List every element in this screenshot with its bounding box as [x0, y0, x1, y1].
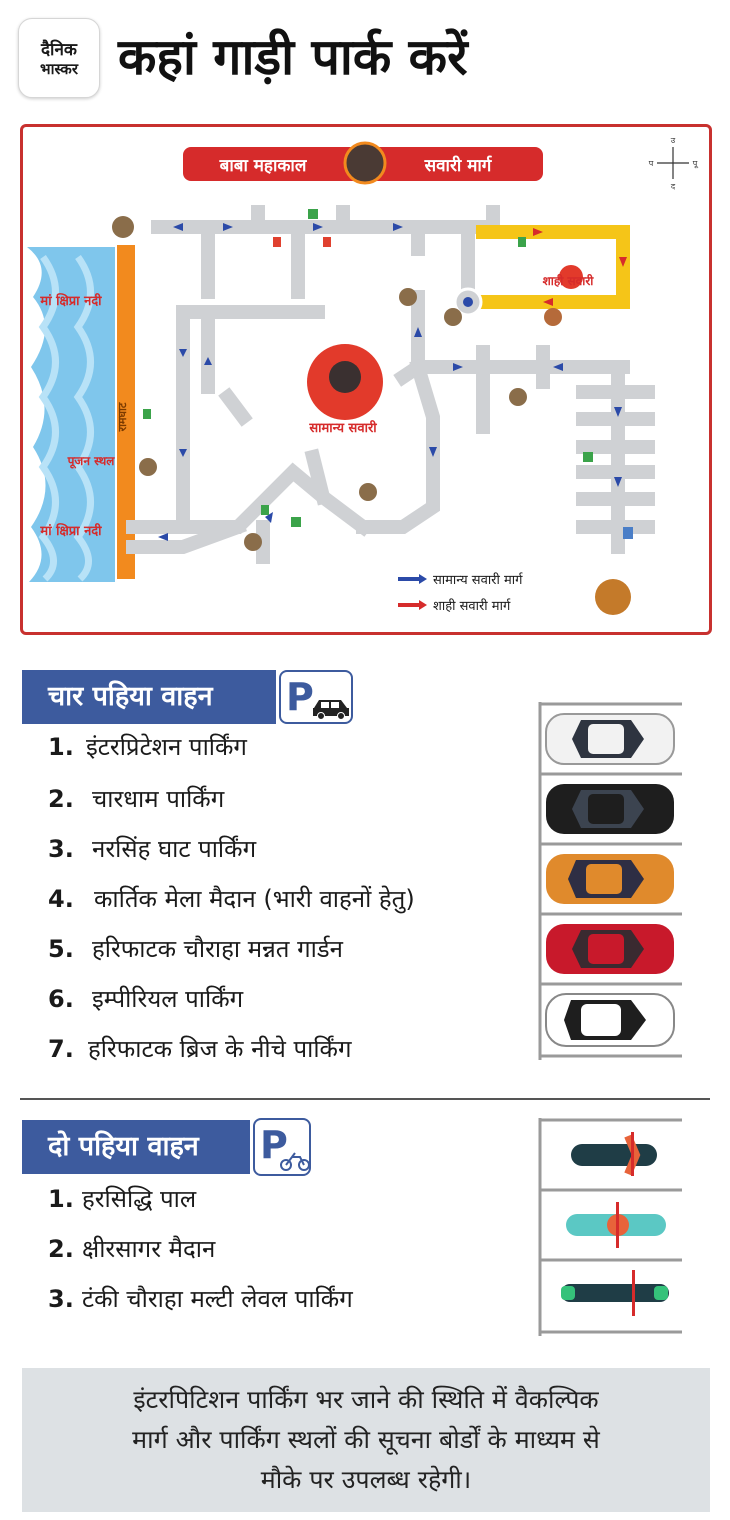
two-wheeler-item-2: 2. क्षीरसागर मैदान — [48, 1232, 215, 1266]
map-title-right: सवारी मार्ग — [424, 155, 493, 176]
bike-glyph — [280, 1152, 310, 1171]
compass-west: प — [649, 159, 654, 168]
item-number: 6. — [48, 985, 74, 1013]
ramghat-strip — [117, 245, 135, 579]
bike-parking-lot — [536, 1116, 686, 1338]
parking-p-letter: P — [286, 675, 314, 719]
item-number: 2. — [48, 785, 74, 813]
item-text: चारधाम पार्किंग — [92, 785, 225, 813]
compass-east: पू — [693, 159, 700, 169]
scooter-teal — [566, 1202, 666, 1248]
item-number: 2. — [48, 1235, 74, 1263]
item-text: क्षीरसागर मैदान — [82, 1235, 216, 1263]
item-text: टंकी चौराहा मल्टी लेवल पार्किंग — [82, 1285, 353, 1313]
roundabout-center — [463, 297, 473, 307]
ramghat-label: रामघाट — [116, 402, 129, 432]
river-wave — [38, 254, 59, 582]
scooter-dark — [571, 1132, 657, 1176]
car-parking-lot — [536, 700, 686, 1062]
item-text: हरिफाटक ब्रिज के नीचे पार्किंग — [88, 1035, 352, 1063]
item-number: 7. — [48, 1035, 74, 1063]
parking-lines — [538, 702, 682, 1060]
four-wheeler-item-1: 1. इंटरप्रिटेशन पार्किंग — [48, 730, 247, 764]
two-wheeler-item-1: 1. हरसिद्धि पाल — [48, 1182, 196, 1216]
item-number: 3. — [48, 835, 74, 863]
section-divider — [20, 1098, 710, 1100]
four-wheeler-item-7: 7. हरिफाटक ब्रिज के नीचे पार्किंग — [48, 1032, 351, 1066]
red-car — [546, 924, 674, 974]
landmark-photos — [112, 216, 631, 615]
four-wheeler-item-2: 2. चारधाम पार्किंग — [48, 782, 224, 816]
four-wheeler-item-5: 5. हरिफाटक चौराहा मन्नत गार्डन — [48, 932, 343, 966]
black-car — [546, 784, 674, 834]
logo-text-line1: दैनिक — [41, 40, 77, 60]
two-wheeler-item-3: 3. टंकी चौराहा मल्टी लेवल पार्किंग — [48, 1282, 353, 1316]
royal-procession-label: शाही सवारी — [543, 274, 595, 288]
palki-icon — [329, 361, 361, 393]
river-wave — [73, 254, 94, 582]
item-text: कार्तिक मेला मैदान (भारी वाहनों हेतु) — [94, 885, 415, 913]
royal-route-arrows — [533, 228, 627, 306]
car-glyph — [313, 700, 349, 720]
temple-icons — [143, 209, 633, 539]
compass-north: उ — [671, 136, 676, 145]
mahakal-icon — [343, 141, 387, 185]
legend-arrow-common — [419, 574, 427, 584]
river-label-bottom: मां क्षिप्रा नदी — [39, 523, 102, 539]
compass-icon: उ द पू प — [649, 136, 700, 191]
two-wheeler-heading: दो पहिया वाहन — [22, 1120, 250, 1174]
legend-label-royal: शाही सवारी मार्ग — [433, 598, 511, 614]
parking-lines — [538, 1118, 682, 1336]
royal-procession-icon — [559, 265, 583, 289]
parking-p-letter: P — [260, 1123, 288, 1167]
map-legend: सामान्य सवारी मार्ग शाही सवारी मार्ग — [398, 572, 523, 614]
item-number: 1. — [48, 1185, 74, 1213]
compass-south: द — [671, 182, 676, 191]
item-number: 4. — [48, 885, 74, 913]
river-label-top: मां क्षिप्रा नदी — [39, 293, 102, 309]
orange-car — [546, 854, 674, 904]
item-text: हरिफाटक चौराहा मन्नत गार्डन — [92, 935, 343, 963]
p-car-icon: P — [279, 670, 353, 724]
info-note: इंटरपिटिशन पार्किंग भर जाने की स्थिति मे… — [22, 1368, 710, 1512]
note-line-1: इंटरपिटिशन पार्किंग भर जाने की स्थिति मे… — [133, 1385, 599, 1414]
common-procession-label: सामान्य सवारी — [308, 420, 377, 436]
item-text: इंटरप्रिटेशन पार्किंग — [86, 733, 247, 761]
item-text: नरसिंह घाट पार्किंग — [92, 835, 257, 863]
map-title-left: बाबा महाकाल — [219, 156, 308, 176]
common-roads — [126, 205, 655, 564]
pujan-sthal-label: पूजन स्थल — [67, 454, 116, 469]
route-map: रामघाट — [20, 124, 712, 635]
motorbike-green — [561, 1270, 669, 1316]
dainik-bhaskar-logo: दैनिक भास्कर — [18, 18, 100, 98]
page-title: कहां गाड़ी पार्क करें — [118, 28, 468, 86]
four-wheeler-item-4: 4. कार्तिक मेला मैदान (भारी वाहनों हेतु) — [48, 882, 415, 916]
logo-text-line2: भास्कर — [40, 60, 78, 78]
item-number: 1. — [48, 733, 74, 761]
route-arrows — [158, 223, 622, 541]
item-number: 3. — [48, 1285, 74, 1313]
route-map-svg: रामघाट — [27, 136, 700, 615]
car-parking-lot-svg — [538, 702, 682, 1060]
white-hatchback — [545, 993, 675, 1047]
royal-road — [476, 225, 630, 309]
four-wheeler-heading: चार पहिया वाहन — [22, 670, 276, 724]
legend-arrow-royal — [419, 600, 427, 610]
item-text: इम्पीरियल पार्किंग — [92, 985, 244, 1013]
note-line-3: मौके पर उपलब्ध रहेगी। — [260, 1465, 472, 1494]
item-number: 5. — [48, 935, 74, 963]
item-text: हरसिद्धि पाल — [82, 1185, 197, 1213]
note-line-2: मार्ग और पार्किंग स्थलों की सूचना बोर्डो… — [132, 1425, 600, 1454]
four-wheeler-item-3: 3. नरसिंह घाट पार्किंग — [48, 832, 256, 866]
legend-label-common: सामान्य सवारी मार्ग — [433, 572, 523, 588]
bike-parking-lot-svg — [538, 1118, 682, 1336]
p-bike-icon: P — [253, 1118, 311, 1176]
four-wheeler-item-6: 6. इम्पीरियल पार्किंग — [48, 982, 243, 1016]
white-car — [545, 713, 675, 765]
